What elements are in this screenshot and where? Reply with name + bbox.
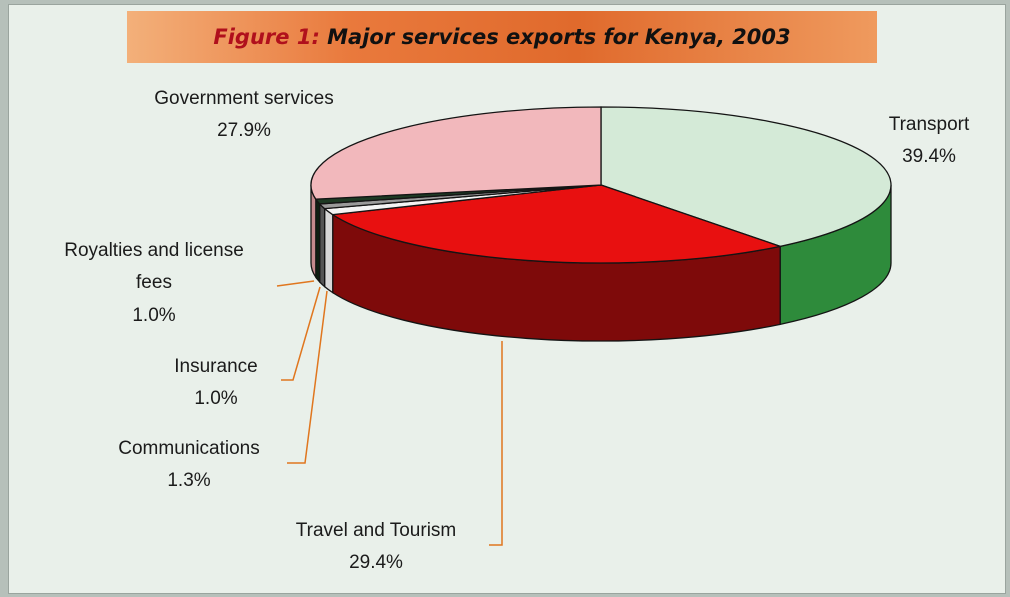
chart-title: Figure 1: Major services exports for Ken… xyxy=(213,25,790,49)
slice-labels: Transport 39.4% Travel and Tourism 29.4% Com… xyxy=(64,88,970,573)
slice-label-insurance: Insurance xyxy=(174,356,257,377)
pie-slice-transport xyxy=(600,106,892,248)
pie-slice-government-services xyxy=(310,106,602,200)
pie-side-insurance xyxy=(319,202,326,289)
slice-label-travel-and-tourism: Travel and Tourism xyxy=(296,520,457,541)
pie-tops xyxy=(310,106,892,264)
slice-value-royalties-and-license-fees: 1.0% xyxy=(132,305,175,326)
leader-lines xyxy=(276,280,503,546)
chart-frame: Figure 1: Major services exports for Ken… xyxy=(8,4,1006,594)
pie-slice-travel-and-tourism xyxy=(330,184,783,264)
slice-label-government-services: Government services xyxy=(154,88,334,109)
slice-value-insurance: 1.0% xyxy=(194,388,237,409)
slice-value-government-services: 27.9% xyxy=(217,120,271,141)
slice-value-communications: 1.3% xyxy=(167,470,210,491)
slice-label-communications: Communications xyxy=(118,438,260,459)
chart-title-main: Major services exports for Kenya, 2003 xyxy=(327,25,791,49)
leader-line-royalties-and-license-fees xyxy=(276,280,315,287)
leader-line-insurance xyxy=(281,286,321,381)
slice-value-travel-and-tourism: 29.4% xyxy=(349,552,403,573)
pie-chart: Transport 39.4% Travel and Tourism 29.4% Com… xyxy=(64,88,970,573)
leader-line-travel-and-tourism xyxy=(489,341,503,546)
chart-title-prefix: Figure 1: xyxy=(213,25,320,49)
slice-label-royalties-and-license-fees-line-1: Royalties and license xyxy=(64,240,244,261)
slice-label-transport: Transport xyxy=(889,114,970,135)
chart-title-banner: Figure 1: Major services exports for Ken… xyxy=(127,11,877,63)
slice-label-royalties-and-license-fees-line-2: fees xyxy=(136,272,172,293)
pie-side-communications xyxy=(323,207,334,294)
leader-line-communications xyxy=(287,290,328,464)
slice-value-transport: 39.4% xyxy=(902,146,956,167)
